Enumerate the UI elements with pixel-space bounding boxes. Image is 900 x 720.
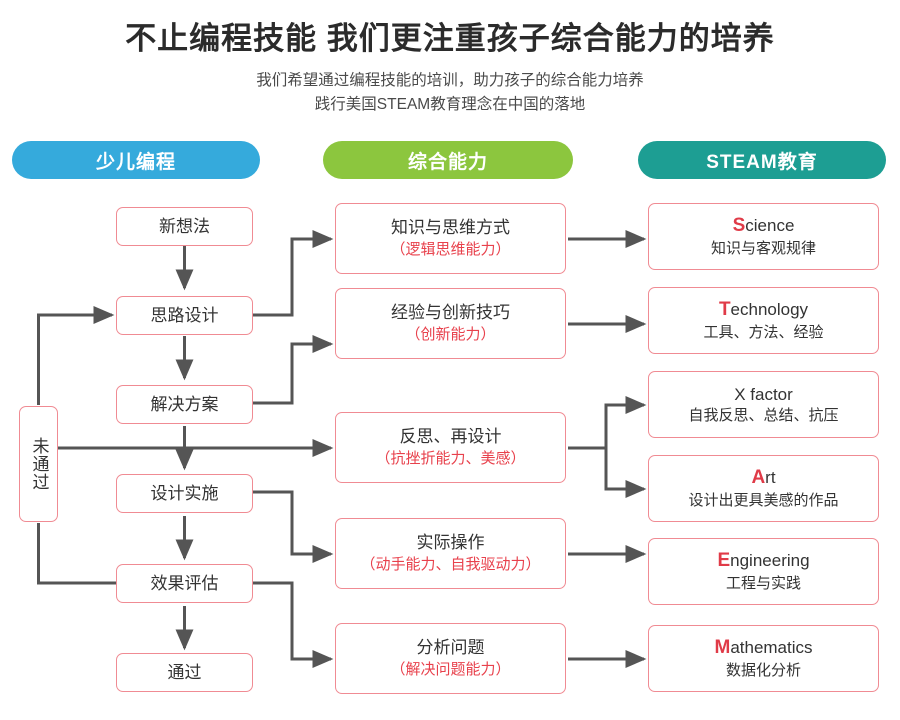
steam-card-technology-desc: 工具、方法、经验 <box>703 324 824 342</box>
wire-reflection-to-xfactor <box>604 396 647 448</box>
steam-card-technology-rest: echnology <box>730 300 809 320</box>
steam-card-engineering[interactable]: Engineering 工程与实践 <box>648 538 879 605</box>
flow-step-implementation[interactable]: 设计实施 <box>116 474 253 513</box>
ability-card-analysis-ability: （解决问题能力） <box>390 661 511 679</box>
wire-evaluate-to-analysis <box>253 581 334 668</box>
column-header-steam-label: STEAM教育 <box>706 151 818 173</box>
flow-step-solution[interactable]: 解决方案 <box>116 385 253 424</box>
steam-card-science-desc: 知识与客观规律 <box>710 240 816 258</box>
wire-reflection-to-art <box>604 448 647 498</box>
steam-card-science-title: Science <box>733 214 795 238</box>
column-header-coding-label: 少儿编程 <box>95 151 176 173</box>
ability-card-reflection-title: 反思、再设计 <box>399 427 502 447</box>
ability-card-experience[interactable]: 经验与创新技巧 （创新能力） <box>335 288 566 359</box>
steam-card-technology[interactable]: Technology 工具、方法、经验 <box>648 287 879 354</box>
ability-card-knowledge-title: 知识与思维方式 <box>391 218 510 238</box>
flow-step-solution-label: 解决方案 <box>150 394 219 414</box>
steam-card-engineering-rest: ngineering <box>730 551 810 571</box>
ability-card-reflection[interactable]: 反思、再设计 （抗挫折能力、美感） <box>335 412 566 483</box>
flow-step-not-passed-label: 未通过 <box>29 437 49 491</box>
steam-card-mathematics-initial: M <box>714 637 731 659</box>
ability-card-experience-ability: （创新能力） <box>405 326 496 344</box>
page-subtitle-line2: 践行美国STEAM教育理念在中国的落地 <box>314 96 586 113</box>
column-header-coding[interactable]: 少儿编程 <box>12 141 260 179</box>
steam-card-art-rest: rt <box>765 468 776 488</box>
steam-card-engineering-title: Engineering <box>717 549 809 573</box>
ability-card-reflection-ability: （抗挫折能力、美感） <box>375 450 526 468</box>
steam-card-xfactor-initial: X <box>734 384 746 404</box>
flow-step-new-idea[interactable]: 新想法 <box>116 207 253 246</box>
flow-step-implementation-label: 设计实施 <box>150 483 219 503</box>
ability-card-practice-title: 实际操作 <box>416 533 485 553</box>
wire-fail-to-design <box>37 306 115 405</box>
steam-card-art-title: Art <box>751 466 775 490</box>
steam-card-technology-title: Technology <box>719 298 808 322</box>
steam-card-science-rest: cience <box>745 216 795 236</box>
ability-card-knowledge[interactable]: 知识与思维方式 （逻辑思维能力） <box>335 203 566 274</box>
wire-design-to-knowledge <box>253 230 334 317</box>
flow-step-idea-design[interactable]: 思路设计 <box>116 296 253 335</box>
column-header-steam[interactable]: STEAM教育 <box>638 141 886 179</box>
steam-card-xfactor[interactable]: X factor 自我反思、总结、抗压 <box>648 371 879 438</box>
flow-step-evaluation-label: 效果评估 <box>150 573 219 593</box>
ability-card-experience-title: 经验与创新技巧 <box>391 303 510 323</box>
flow-step-not-passed[interactable]: 未通过 <box>19 406 58 522</box>
steam-card-engineering-desc: 工程与实践 <box>725 575 801 593</box>
wire-implement-to-practice <box>253 490 334 563</box>
ability-card-knowledge-ability: （逻辑思维能力） <box>390 241 511 259</box>
flow-step-evaluation[interactable]: 效果评估 <box>116 564 253 603</box>
steam-card-art-desc: 设计出更具美感的作品 <box>688 492 839 510</box>
steam-card-mathematics-desc: 数据化分析 <box>725 662 801 680</box>
steam-card-engineering-initial: E <box>717 550 731 572</box>
ability-card-analysis-title: 分析问题 <box>416 638 485 658</box>
steam-card-mathematics-title: Mathematics <box>714 636 812 660</box>
steam-card-science-initial: S <box>732 215 746 237</box>
flow-step-idea-design-label: 思路设计 <box>150 305 219 325</box>
wire-solution-to-experience <box>253 335 334 405</box>
steam-card-mathematics[interactable]: Mathematics 数据化分析 <box>648 625 879 692</box>
steam-card-xfactor-desc: 自我反思、总结、抗压 <box>688 406 839 424</box>
page-subtitle-line1: 我们希望通过编程技能的培训，助力孩子的综合能力培养 <box>256 72 644 89</box>
steam-card-technology-initial: T <box>718 299 731 321</box>
steam-card-art-initial: A <box>751 467 766 489</box>
ability-card-practice-ability: （动手能力、自我驱动力） <box>360 556 541 574</box>
steam-card-art[interactable]: Art 设计出更具美感的作品 <box>648 455 879 522</box>
flow-step-passed-label: 通过 <box>167 662 202 682</box>
steam-card-mathematics-rest: athematics <box>730 638 813 658</box>
ability-card-practice[interactable]: 实际操作 （动手能力、自我驱动力） <box>335 518 566 589</box>
steam-card-xfactor-title: X factor <box>734 384 793 405</box>
column-header-ability-label: 综合能力 <box>407 151 488 173</box>
page-title: 不止编程技能 我们更注重孩子综合能力的培养 <box>125 21 775 56</box>
flow-step-passed[interactable]: 通过 <box>116 653 253 692</box>
wire-evaluate-to-fail <box>37 523 116 585</box>
ability-card-analysis[interactable]: 分析问题 （解决问题能力） <box>335 623 566 694</box>
steam-card-xfactor-rest: factor <box>745 384 793 404</box>
flow-step-new-idea-label: 新想法 <box>159 216 210 236</box>
steam-card-science[interactable]: Science 知识与客观规律 <box>648 203 879 270</box>
column-header-ability[interactable]: 综合能力 <box>323 141 573 179</box>
